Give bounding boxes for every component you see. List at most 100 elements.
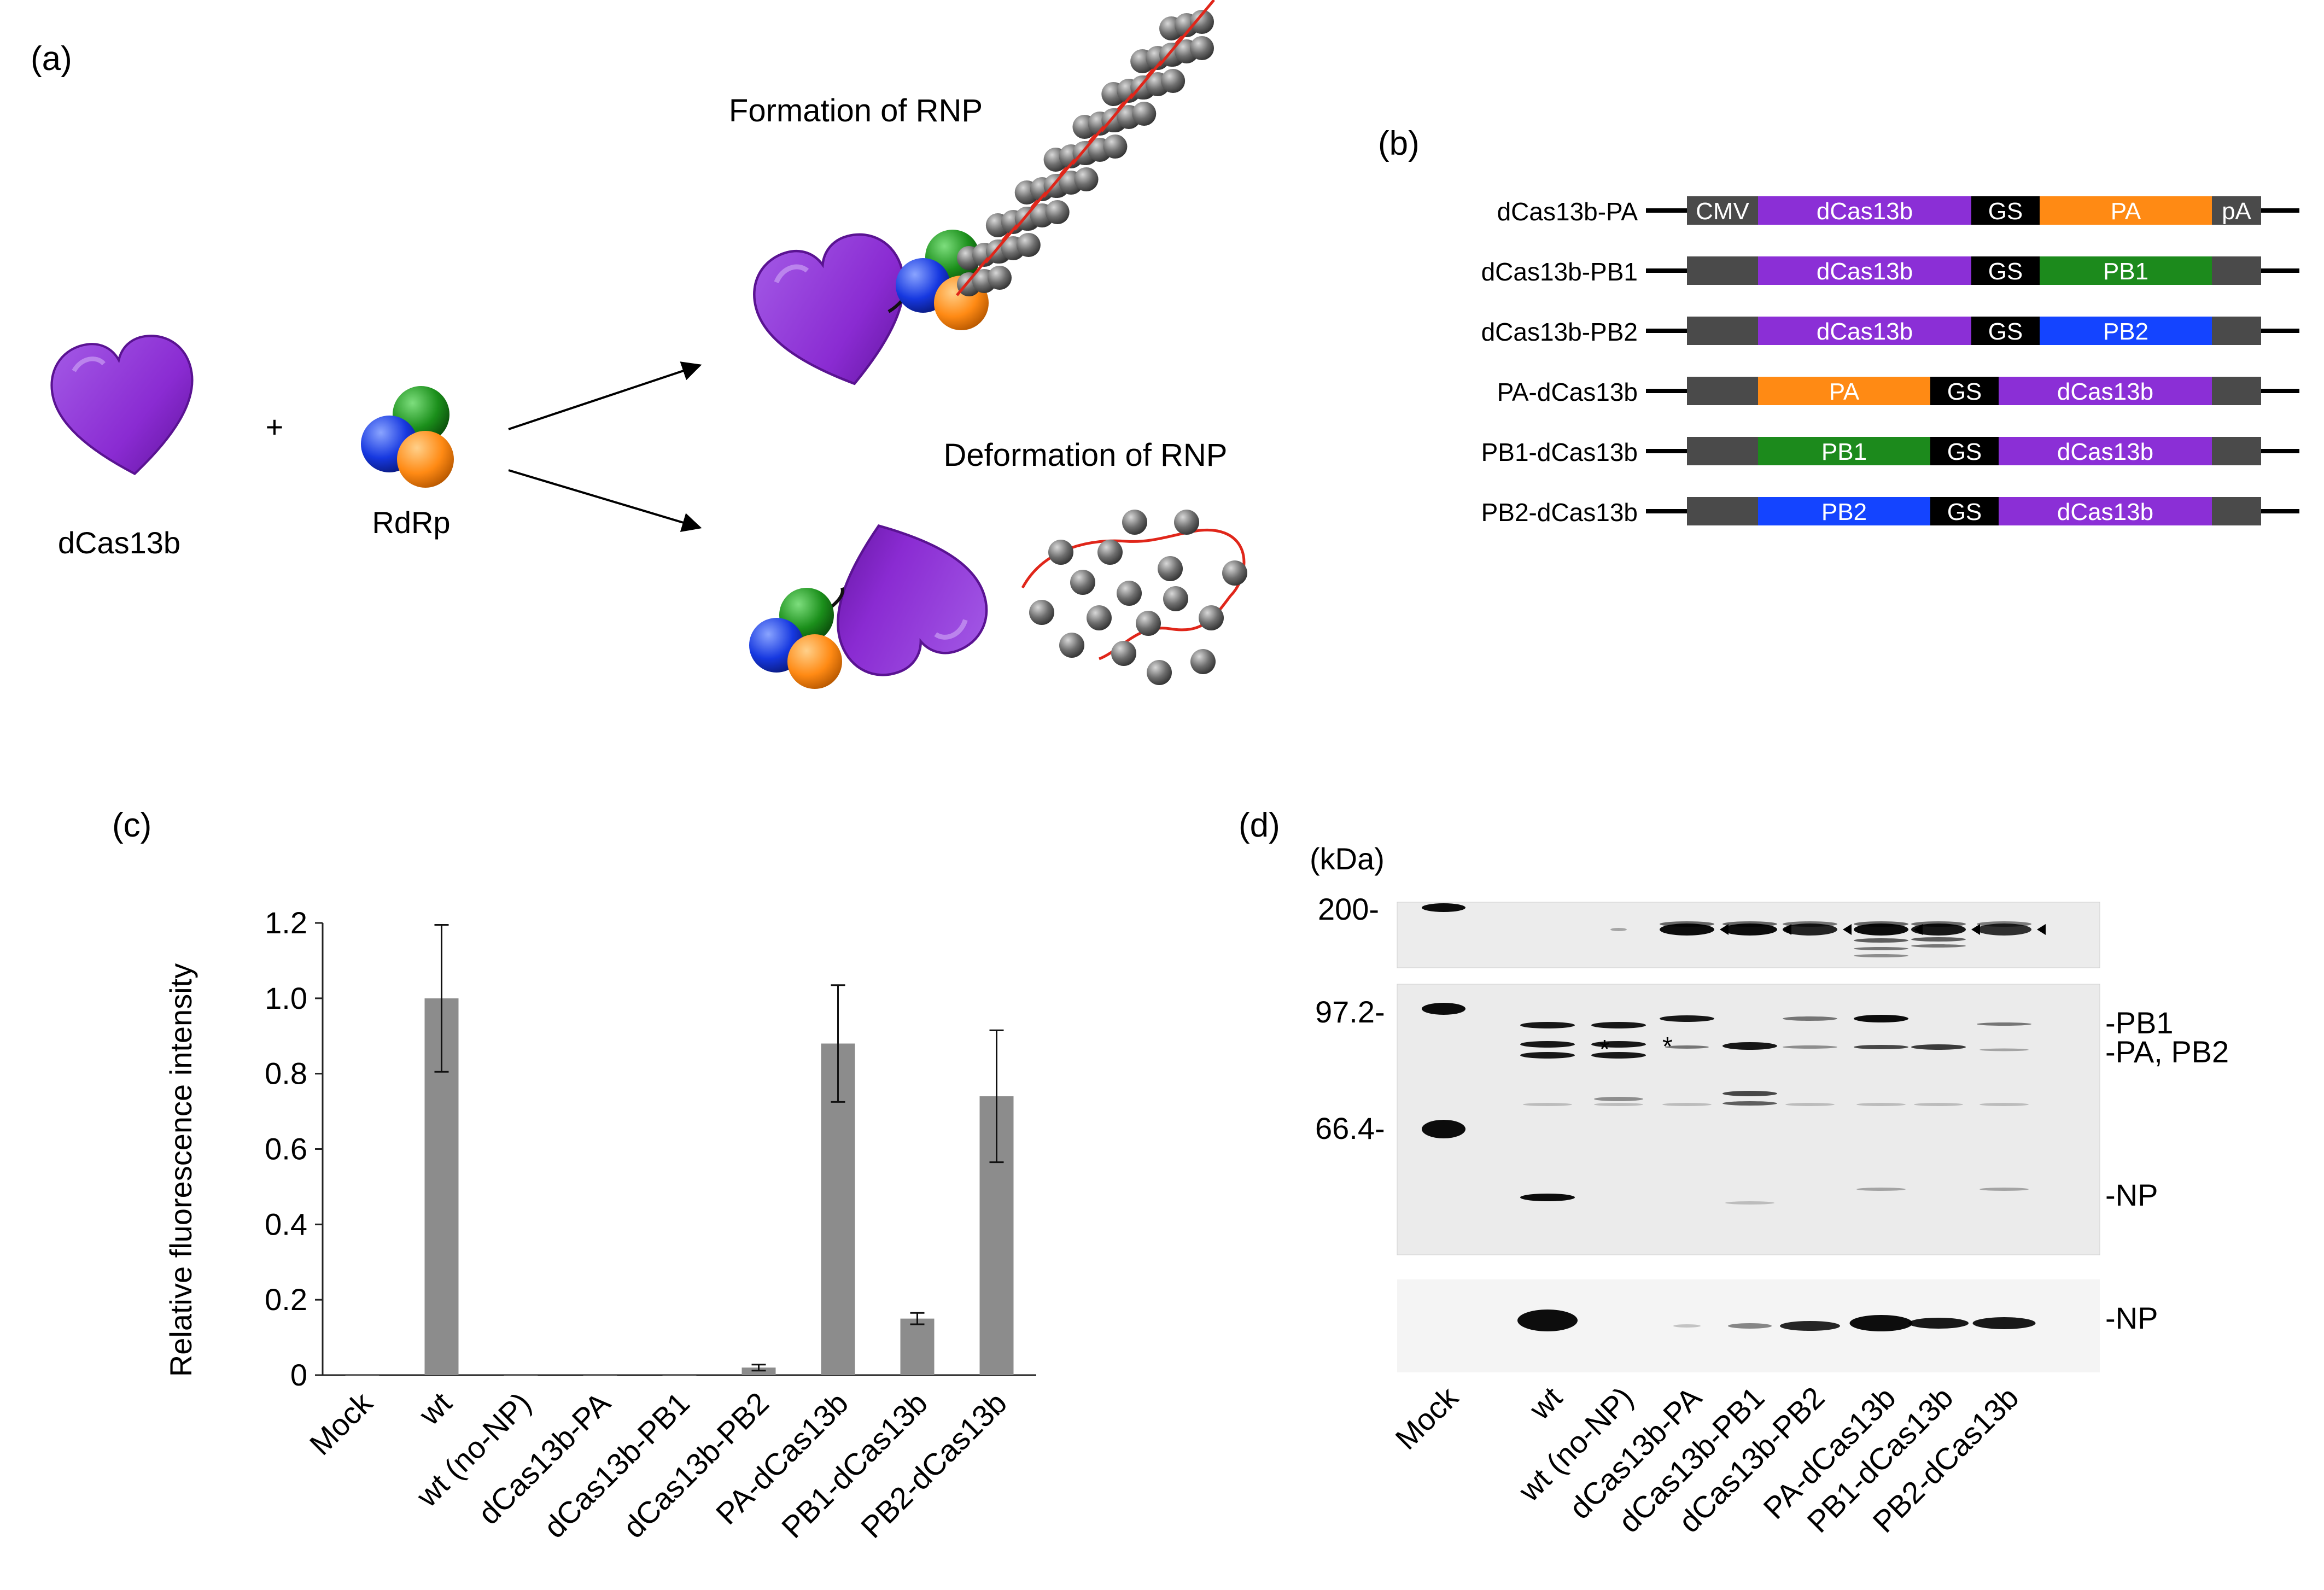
band: [1722, 921, 1777, 927]
nucleoprotein: [1158, 556, 1183, 581]
band: [1980, 1188, 2029, 1191]
segment-label: PA: [1829, 378, 1860, 405]
band: [1911, 944, 1966, 948]
band: [1980, 1048, 2029, 1051]
band: [1725, 1201, 1774, 1205]
band: [1722, 923, 1777, 936]
panel-c-label: (c): [112, 806, 151, 844]
construct-segment: [1687, 377, 1758, 405]
arrow-to-deformation: [508, 469, 702, 532]
band: [1728, 1323, 1772, 1329]
segment-label: GS: [1988, 318, 2023, 345]
construct-segment: [1971, 256, 2040, 285]
dcas13b-heart-icon: [46, 331, 205, 484]
construct-segment: [1758, 317, 1971, 345]
band: [1673, 1324, 1701, 1328]
construct-segment: [2212, 497, 2261, 525]
construct-segment: [1758, 497, 1930, 525]
segment-label: GS: [1988, 198, 2023, 225]
band: [1591, 1022, 1646, 1028]
y-tick-label: 1.0: [265, 981, 307, 1015]
band: [1722, 1042, 1777, 1050]
construct-segment: [1687, 256, 1758, 285]
segment-label: PB2: [1821, 499, 1867, 525]
y-tick-label: 0.6: [265, 1132, 307, 1166]
band: [1722, 1091, 1777, 1096]
segment-label: GS: [1988, 258, 2023, 285]
arrowhead-marker: [1783, 924, 1791, 935]
band: [1780, 1321, 1840, 1331]
construct-name: dCas13b-PB1: [1481, 258, 1638, 286]
y-axis-title: Relative fluorescence intensity: [164, 963, 198, 1377]
band: [1660, 923, 1714, 936]
label-np-middle: -NP: [2105, 1178, 2158, 1212]
construct-segment: [1758, 196, 1971, 225]
panel-a-label: (a): [31, 40, 72, 78]
construct-segment: [2212, 437, 2261, 465]
band: [1523, 1103, 1572, 1106]
y-tick-label: 1.2: [265, 905, 307, 940]
band: [1783, 921, 1837, 927]
label-pa-pb2: -PA, PB2: [2105, 1034, 2229, 1069]
nucleoprotein: [1136, 611, 1161, 636]
nucleoprotein: [1070, 570, 1095, 595]
band: [1911, 1044, 1966, 1050]
panel-b-label: (b): [1378, 125, 1420, 162]
band: [1856, 1188, 1906, 1191]
nucleoprotein: [1190, 649, 1216, 674]
band: [1591, 1041, 1646, 1048]
band: [1591, 1052, 1646, 1059]
construct-name: dCas13b-PB2: [1481, 318, 1638, 346]
band: [1785, 1103, 1835, 1106]
band: [1422, 1120, 1465, 1138]
band: [1422, 903, 1465, 912]
rnp-deformation-illustration: [749, 500, 1247, 689]
label-np-bottom: -NP: [2105, 1301, 2158, 1335]
nucleoprotein: [1087, 605, 1112, 630]
construct-segment: [2040, 196, 2212, 225]
band: [1520, 1022, 1575, 1028]
asterisk-2: *: [1662, 1032, 1673, 1061]
construct-segment: [2212, 377, 2261, 405]
construct-segment: [1758, 256, 1971, 285]
band: [1660, 1015, 1714, 1022]
arrow-to-formation: [508, 361, 702, 430]
segment-label: GS: [1947, 499, 1982, 525]
rdrp-icon: [361, 386, 454, 488]
band: [1594, 1097, 1643, 1101]
arrowhead-marker: [1971, 924, 1980, 935]
construct-segment: [1971, 196, 2040, 225]
arrowhead-marker: [1914, 924, 1923, 935]
y-tick-label: 0.2: [265, 1282, 307, 1317]
nucleoprotein: [1147, 660, 1172, 685]
band: [1520, 1194, 1575, 1201]
nucleoprotein: [1016, 233, 1041, 257]
nucleoprotein: [1097, 540, 1123, 565]
segment-label: pA: [2222, 198, 2251, 225]
construct-segment: [2212, 256, 2261, 285]
band: [1854, 1045, 1908, 1049]
band: [1980, 1103, 2029, 1106]
bar: [345, 1375, 379, 1376]
y-tick-label: 0.4: [265, 1207, 307, 1241]
marker-200: 200-: [1318, 892, 1379, 926]
band: [1849, 1315, 1913, 1331]
segment-label: PB1: [1821, 439, 1867, 465]
nucleoprotein: [988, 266, 1012, 290]
band: [1422, 1003, 1465, 1015]
construct-segment: [1930, 377, 1999, 405]
construct-segment: [1930, 437, 1999, 465]
band: [1911, 921, 1966, 927]
lane-label: wt: [1522, 1380, 1569, 1427]
nucleoprotein: [1190, 10, 1214, 34]
segment-label: PA: [2111, 198, 2141, 225]
nucleoprotein: [1222, 560, 1247, 586]
nucleoprotein: [1059, 633, 1084, 658]
construct-segment: [1687, 317, 1758, 345]
bar: [583, 1375, 617, 1376]
marker-97: 97.2-: [1315, 995, 1385, 1029]
